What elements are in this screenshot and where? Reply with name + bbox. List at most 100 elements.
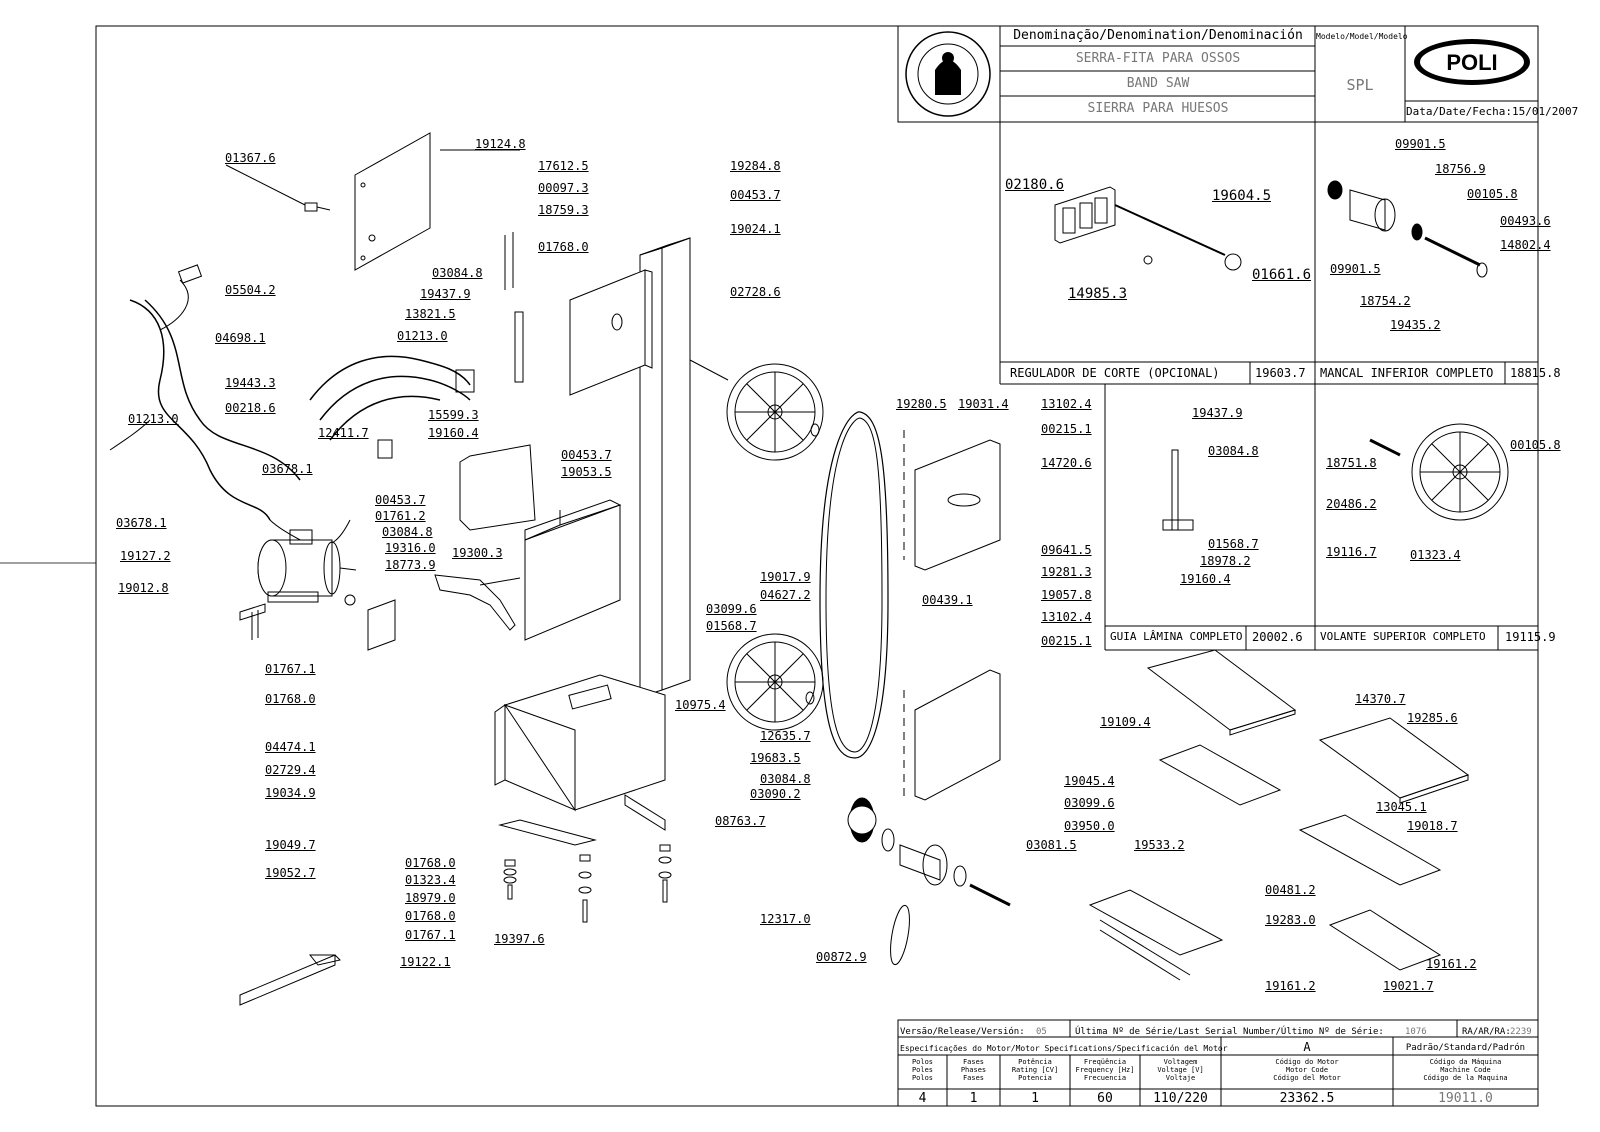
subassembly-title: REGULADOR DE CORTE (OPCIONAL) bbox=[1010, 366, 1220, 380]
spec-phases: 1 bbox=[969, 1091, 978, 1106]
part-callout: 02180.6 bbox=[1005, 177, 1065, 193]
part-callout: 01568.7 bbox=[1208, 537, 1259, 551]
subassembly-code: 20002.6 bbox=[1252, 630, 1303, 644]
part-callout: 08763.7 bbox=[715, 814, 766, 828]
part-callout: 18754.2 bbox=[1360, 294, 1411, 308]
spec-col-label: Freqüência Frequency [Hz] Frecuencia bbox=[1075, 1058, 1135, 1082]
part-callout: 00215.1 bbox=[1041, 422, 1092, 436]
part-callout: 04474.1 bbox=[265, 740, 316, 754]
version-value: 05 bbox=[1036, 1027, 1047, 1037]
part-callout: 04627.2 bbox=[760, 588, 811, 602]
part-callout: 01323.4 bbox=[1410, 548, 1461, 562]
product-name-en: BAND SAW bbox=[1126, 76, 1190, 91]
spec-col-label: Potência Rating [CV] Potencia bbox=[1011, 1058, 1059, 1082]
subassembly-code: 18815.8 bbox=[1510, 366, 1561, 380]
part-callout: 18751.8 bbox=[1326, 456, 1377, 470]
part-callout: 19283.0 bbox=[1265, 913, 1316, 927]
part-callout: 12635.7 bbox=[760, 729, 811, 743]
model-value: SPL bbox=[1346, 76, 1374, 94]
part-callout: 19397.6 bbox=[494, 932, 545, 946]
part-callout: 00105.8 bbox=[1467, 187, 1518, 201]
product-name-pt: SERRA-FITA PARA OSSOS bbox=[1075, 51, 1241, 66]
part-callout: 01767.1 bbox=[405, 928, 456, 942]
part-callout: 01323.4 bbox=[405, 873, 456, 887]
part-callout: 01768.0 bbox=[405, 856, 456, 870]
part-callout: 19300.3 bbox=[452, 546, 503, 560]
poli-logo: POLI bbox=[1414, 39, 1530, 85]
part-callout: 12317.0 bbox=[760, 912, 811, 926]
part-callout: 03084.8 bbox=[1208, 444, 1259, 458]
part-callout: 01768.0 bbox=[265, 692, 316, 706]
part-callout: 19316.0 bbox=[385, 541, 436, 555]
part-callout: 19127.2 bbox=[120, 549, 171, 563]
part-callout: 10975.4 bbox=[675, 698, 726, 712]
spec-voltage: 110/220 bbox=[1153, 1091, 1208, 1106]
spec-col-label: Polos Poles Polos bbox=[911, 1058, 934, 1082]
part-callout: 18773.9 bbox=[385, 558, 436, 572]
part-callout: 18759.3 bbox=[538, 203, 589, 217]
part-callout: 05504.2 bbox=[225, 283, 276, 297]
part-callout: 19057.8 bbox=[1041, 588, 1092, 602]
part-callout: 20486.2 bbox=[1326, 497, 1377, 511]
serial-label: Última Nº de Série/Last Serial Number/Úl… bbox=[1075, 1027, 1384, 1037]
spec-poles: 4 bbox=[918, 1091, 927, 1106]
spec-frequency: 60 bbox=[1097, 1091, 1113, 1106]
part-callout: 12411.7 bbox=[318, 426, 369, 440]
subassembly-title: VOLANTE SUPERIOR COMPLETO bbox=[1320, 630, 1486, 643]
part-callout: 19280.5 bbox=[896, 397, 947, 411]
part-callout: 15599.3 bbox=[428, 408, 479, 422]
part-callout: 14370.7 bbox=[1355, 692, 1406, 706]
part-callout: 19116.7 bbox=[1326, 545, 1377, 559]
part-callout: 03090.2 bbox=[750, 787, 801, 801]
part-callout: 19281.3 bbox=[1041, 565, 1092, 579]
drawing-date: Data/Date/Fecha:15/01/2007 bbox=[1406, 105, 1579, 118]
part-callout: 03099.6 bbox=[706, 602, 757, 616]
part-callout: 14802.4 bbox=[1500, 238, 1551, 252]
part-callout: 01568.7 bbox=[706, 619, 757, 633]
subassembly-code: 19115.9 bbox=[1505, 630, 1556, 644]
part-callout: 00105.8 bbox=[1510, 438, 1561, 452]
part-callout: 00872.9 bbox=[816, 950, 867, 964]
part-callout: 13102.4 bbox=[1041, 397, 1092, 411]
part-callout: 19045.4 bbox=[1064, 774, 1115, 788]
part-callout: 19031.4 bbox=[958, 397, 1009, 411]
part-callout: 03081.5 bbox=[1026, 838, 1077, 852]
version-label: Versão/Release/Versión: bbox=[900, 1027, 1025, 1037]
part-callout: 19124.8 bbox=[475, 137, 526, 151]
authorized-service-seal bbox=[905, 31, 991, 117]
spec-motor-code: 23362.5 bbox=[1279, 1091, 1335, 1106]
part-callout: 09901.5 bbox=[1330, 262, 1381, 276]
motor-variant: A bbox=[1303, 1040, 1311, 1054]
part-callout: 19604.5 bbox=[1212, 188, 1272, 204]
part-callout: 13821.5 bbox=[405, 307, 456, 321]
part-callout: 18978.2 bbox=[1200, 554, 1251, 568]
part-callout: 00453.7 bbox=[561, 448, 612, 462]
part-callout: 19021.7 bbox=[1383, 979, 1434, 993]
svg-text:POLI: POLI bbox=[1446, 50, 1497, 75]
spec-col-label: Código do Motor Motor Code Código del Mo… bbox=[1273, 1058, 1341, 1082]
part-callout: 19284.8 bbox=[730, 159, 781, 173]
part-callout: 03084.8 bbox=[760, 772, 811, 786]
spec-col-label: Código da Máquina Machine Code Código de… bbox=[1423, 1058, 1508, 1082]
part-callout: 00439.1 bbox=[922, 593, 973, 607]
part-callout: 17612.5 bbox=[538, 159, 589, 173]
part-callout: 19533.2 bbox=[1134, 838, 1185, 852]
part-callout: 00215.1 bbox=[1041, 634, 1092, 648]
ra-value: 2239 bbox=[1510, 1027, 1532, 1037]
part-callout: 19160.4 bbox=[1180, 572, 1231, 586]
part-callout: 19285.6 bbox=[1407, 711, 1458, 725]
part-callout: 19160.4 bbox=[428, 426, 479, 440]
part-callout: 03678.1 bbox=[262, 462, 313, 476]
subassembly-title: MANCAL INFERIOR COMPLETO bbox=[1320, 366, 1494, 380]
part-callout: 01761.2 bbox=[375, 509, 426, 523]
part-callout: 18756.9 bbox=[1435, 162, 1486, 176]
part-callout: 09641.5 bbox=[1041, 543, 1092, 557]
part-callout: 03084.8 bbox=[432, 266, 483, 280]
part-callout: 01767.1 bbox=[265, 662, 316, 676]
part-callout: 13102.4 bbox=[1041, 610, 1092, 624]
part-callout: 01768.0 bbox=[538, 240, 589, 254]
part-callout: 18979.0 bbox=[405, 891, 456, 905]
part-callout: 01213.0 bbox=[397, 329, 448, 343]
part-callout: 19034.9 bbox=[265, 786, 316, 800]
